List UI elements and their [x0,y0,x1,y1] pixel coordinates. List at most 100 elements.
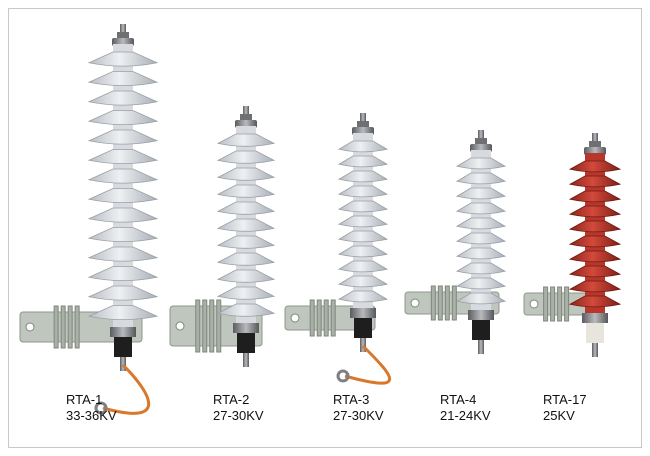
housing-shed [455,202,507,215]
top-terminal-stud [360,113,366,127]
voltage-rating: 21-24KV [440,408,491,423]
housing-shed [216,201,276,215]
top-terminal-nut [357,121,369,127]
housing-shed [568,235,622,248]
ground-stud [120,357,126,371]
bottom-flange [582,313,608,323]
housing-shed [216,235,276,249]
bracket-fin [543,286,549,322]
housing-shed [568,280,622,293]
housing-shed [337,155,389,168]
model-name: RTA-4 [440,392,477,407]
disconnector [354,318,372,338]
housing-shed [455,247,507,260]
housing-shed [87,305,159,320]
housing-shed [87,90,159,106]
top-terminal-nut [589,141,601,147]
housing-shed [87,246,159,262]
housing-shed [455,187,507,200]
housing-shed [87,188,159,203]
bottom-flange [468,310,494,320]
housing-shed [568,265,622,278]
housing-shed [87,129,159,145]
housing-shed [216,133,276,147]
housing-shed [455,172,507,185]
ground-stud [592,343,598,357]
voltage-rating: 25KV [543,408,575,423]
ring-lug [336,369,350,383]
housing-shed [216,150,276,164]
bracket-fin [451,285,457,321]
housing-core [113,44,133,327]
housing-shed [455,262,507,275]
bracket-fin [53,305,59,349]
housing-shed [87,207,159,223]
product-label-rta-1: RTA-1 33-36KV [66,392,117,424]
housing-shed [337,215,389,228]
top-terminal-stud [478,130,484,144]
top-terminal-stud [120,24,126,38]
ground-stud [360,338,366,352]
rta-1-arrester-image [19,24,159,415]
voltage-rating: 27-30KV [333,408,384,423]
product-label-rta-2: RTA-2 27-30KV [213,392,264,424]
bracket-fin [430,285,436,321]
top-terminal-nut [475,138,487,144]
housing-shed [455,232,507,245]
bottom-flange [350,308,376,318]
top-terminal-stud [592,133,598,147]
housing-shed [337,170,389,183]
bracket-fin [309,299,315,337]
disconnector [114,337,132,357]
housing-shed [568,220,622,233]
housing-shed [337,275,389,288]
housing-shed [568,295,622,308]
bracket-hole [290,313,300,323]
product-label-rta-4: RTA-4 21-24KV [440,392,491,424]
bracket-hole [529,299,539,309]
housing-shed [87,227,159,242]
rta-2-arrester-image [169,106,276,367]
top-terminal-nut [117,32,129,38]
bottom-flange [110,327,136,337]
bracket-fin [444,285,450,321]
rta-4-arrester-image [404,130,507,354]
housing-shed [87,71,159,86]
disconnector [586,323,604,343]
rta-17-arrester-image [523,133,622,357]
housing-shed [216,252,276,266]
bracket-fin [316,299,322,337]
housing-shed [337,185,389,198]
housing-shed [337,200,389,213]
bracket-fin [437,285,443,321]
housing-shed [337,140,389,153]
model-name: RTA-1 [66,392,103,407]
bracket-hole [175,321,185,331]
housing-shed [568,175,622,188]
bracket-fin [74,305,80,349]
housing-shed [216,303,276,317]
disconnector [237,333,255,353]
model-name: RTA-2 [213,392,250,407]
housing-shed [87,285,159,301]
housing-shed [455,292,507,305]
housing-shed [87,149,159,164]
ring-lug [94,401,108,415]
bracket-fin [67,305,73,349]
housing-shed [216,269,276,283]
top-terminal-stud [243,106,249,120]
bracket-hole [25,322,35,332]
ground-stud [243,353,249,367]
housing-shed [455,277,507,290]
bracket-fin [323,299,329,337]
housing-shed [568,160,622,173]
housing-shed [87,110,159,125]
bracket-hole [410,298,420,308]
bracket-fin [564,286,570,322]
housing-shed [216,218,276,232]
bracket-fin [195,299,201,353]
housing-shed [455,217,507,230]
model-name: RTA-17 [543,392,587,407]
ground-lead-wire [344,344,392,385]
bracket-fin [60,305,66,349]
